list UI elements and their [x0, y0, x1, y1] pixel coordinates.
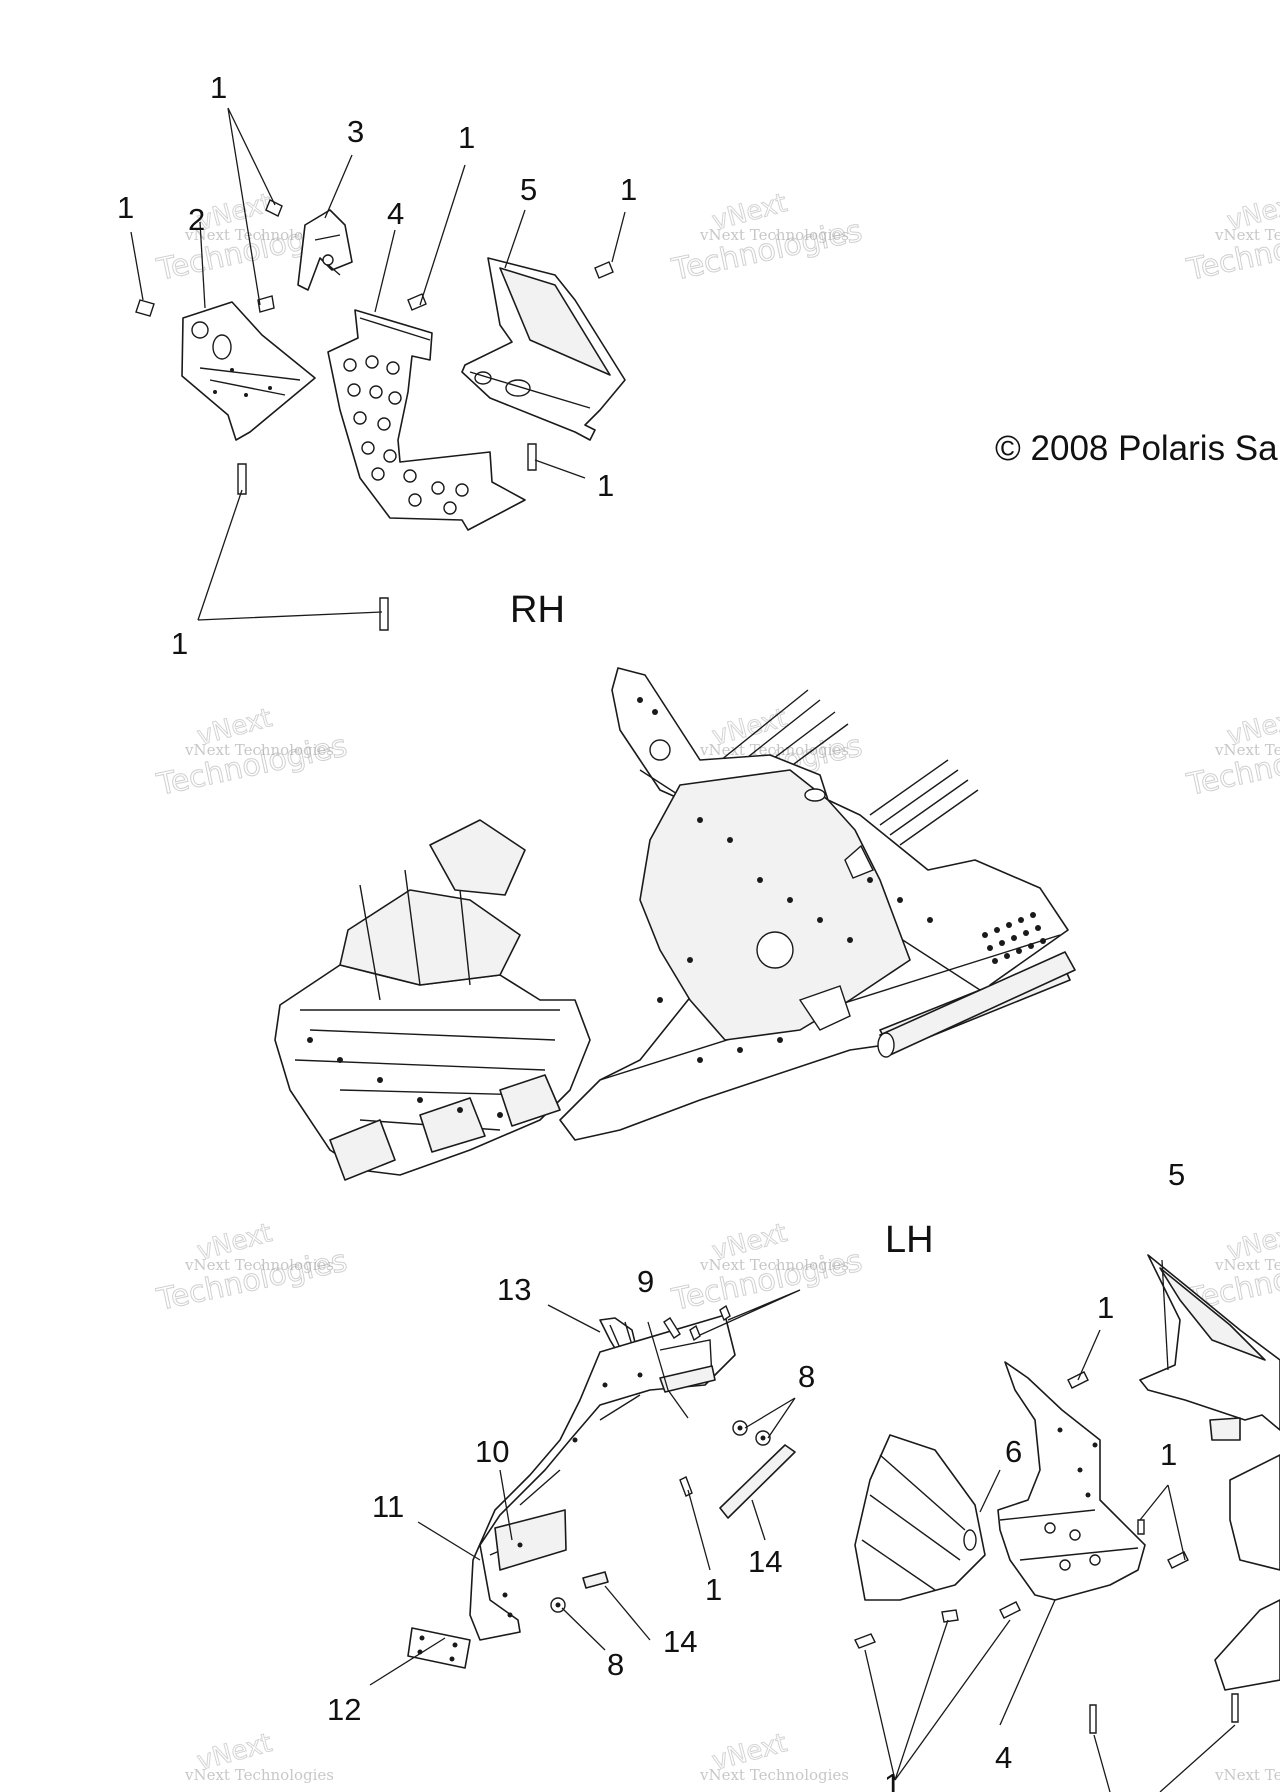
- callout-label: 14: [748, 1544, 782, 1579]
- section-label-lh: LH: [885, 1219, 934, 1261]
- chassis-assembly: [274, 667, 1076, 1181]
- heat-exchanger-louvers: [982, 912, 1046, 964]
- watermark-text: vNext Technologies: [184, 741, 334, 759]
- callout-label: 8: [798, 1359, 815, 1394]
- callout-label: 5: [520, 172, 537, 207]
- watermark-text: vNext Technologies: [1214, 226, 1280, 244]
- callout-label: 1: [620, 172, 637, 207]
- callout-label: 1: [458, 120, 475, 155]
- watermark: vNext vNext Technologies: [699, 1728, 849, 1784]
- part-3-small-bracket: [297, 209, 353, 291]
- callout-label: 12: [327, 1692, 361, 1727]
- watermark: vNext vNext Technologies Technologies: [1183, 188, 1280, 289]
- callout-label: 9: [637, 1264, 654, 1299]
- rh-parts-group: 1 3 1 1 2 4 5 1 1 1 RH: [117, 70, 637, 661]
- watermark-text: Technologies: [153, 1244, 350, 1319]
- callout-label: 2: [188, 202, 205, 237]
- lh-rivets: [663, 1304, 1239, 1734]
- watermark-text: vNext Technologies: [184, 1256, 334, 1274]
- part-5-lh-cover: [1139, 1254, 1280, 1441]
- watermark: vNext vNext Technologies: [184, 1728, 334, 1784]
- callout-label: 1: [884, 1767, 901, 1792]
- callout-label: 1: [705, 1572, 722, 1607]
- callout-label: 5: [1168, 1157, 1185, 1192]
- part-2-bracket-plate: [181, 301, 316, 441]
- watermark-text: vNext Technologies: [1214, 741, 1280, 759]
- part-9-11-channel: [469, 1314, 736, 1641]
- callout-label: 1: [1160, 1437, 1177, 1472]
- part-12-plate: [407, 1627, 471, 1669]
- callout-label: 4: [387, 196, 404, 231]
- callout-label: 8: [607, 1647, 624, 1682]
- callout-label: 1: [597, 468, 614, 503]
- watermark: vNext Technologies: [1214, 1766, 1280, 1784]
- watermark-text: Technologies: [668, 214, 865, 289]
- callout-label: 1: [117, 190, 134, 225]
- callout-label: 1: [171, 626, 188, 661]
- callout-label: 14: [663, 1624, 697, 1659]
- watermark-text: vNext Technologies: [184, 226, 334, 244]
- watermark-text: vNext Technologies: [699, 1766, 849, 1784]
- part-clipped-edge: [1229, 1454, 1280, 1571]
- rh-leader-lines: [130, 107, 626, 621]
- callout-label: 1: [1097, 1290, 1114, 1325]
- part-14-bars: [582, 1444, 796, 1589]
- watermark-text: Technologies: [153, 729, 350, 804]
- watermark-text: vNext Technologies: [1214, 1766, 1280, 1784]
- watermark: vNext vNext Technologies Technologies: [668, 188, 866, 289]
- part-8-nuts: [550, 1420, 771, 1613]
- plate-holes: [343, 355, 469, 515]
- watermark-text: vNext Technologies: [699, 1256, 849, 1274]
- rh-rivets: [135, 199, 614, 631]
- copyright-notice: © 2008 Polaris Sa: [995, 429, 1278, 468]
- callout-label: 11: [372, 1489, 404, 1524]
- watermark-text: vNext Technologies: [184, 1766, 334, 1784]
- watermark: vNext vNext Technologies Technologies: [1183, 703, 1280, 804]
- callout-label: 10: [475, 1434, 509, 1469]
- part-6-cover: [854, 1434, 986, 1601]
- callout-label: 13: [497, 1272, 531, 1307]
- watermark-text: vNext Technologies: [699, 741, 849, 759]
- watermark-text: Technologies: [668, 1244, 865, 1319]
- part-5-cover-panel: [461, 257, 626, 441]
- watermark: vNext vNext Technologies Technologies: [153, 1218, 351, 1319]
- watermark-text: vNext Technologies: [699, 226, 849, 244]
- callout-label: 3: [347, 114, 364, 149]
- part-clipped-edge: [1214, 1599, 1280, 1691]
- chassis-rivet-dots: [307, 697, 933, 1118]
- callout-label: 1: [210, 70, 227, 105]
- callout-label: 4: [995, 1740, 1012, 1775]
- part-4-perforated-plate: [327, 309, 526, 531]
- part-4-lh-plate: [997, 1361, 1146, 1601]
- lh-leader-lines: [369, 1259, 1236, 1792]
- callout-label: 6: [1005, 1434, 1022, 1469]
- section-label-rh: RH: [510, 589, 565, 631]
- watermark: vNext vNext Technologies Technologies: [153, 703, 351, 804]
- watermark-text: vNext Technologies: [1214, 1256, 1280, 1274]
- watermark: vNext vNext Technologies Technologies: [668, 1218, 866, 1319]
- lh-parts-group: 13 9 LH 8 10 11 14 1 14 8 12 6 1 5 1 4 1: [327, 1157, 1280, 1792]
